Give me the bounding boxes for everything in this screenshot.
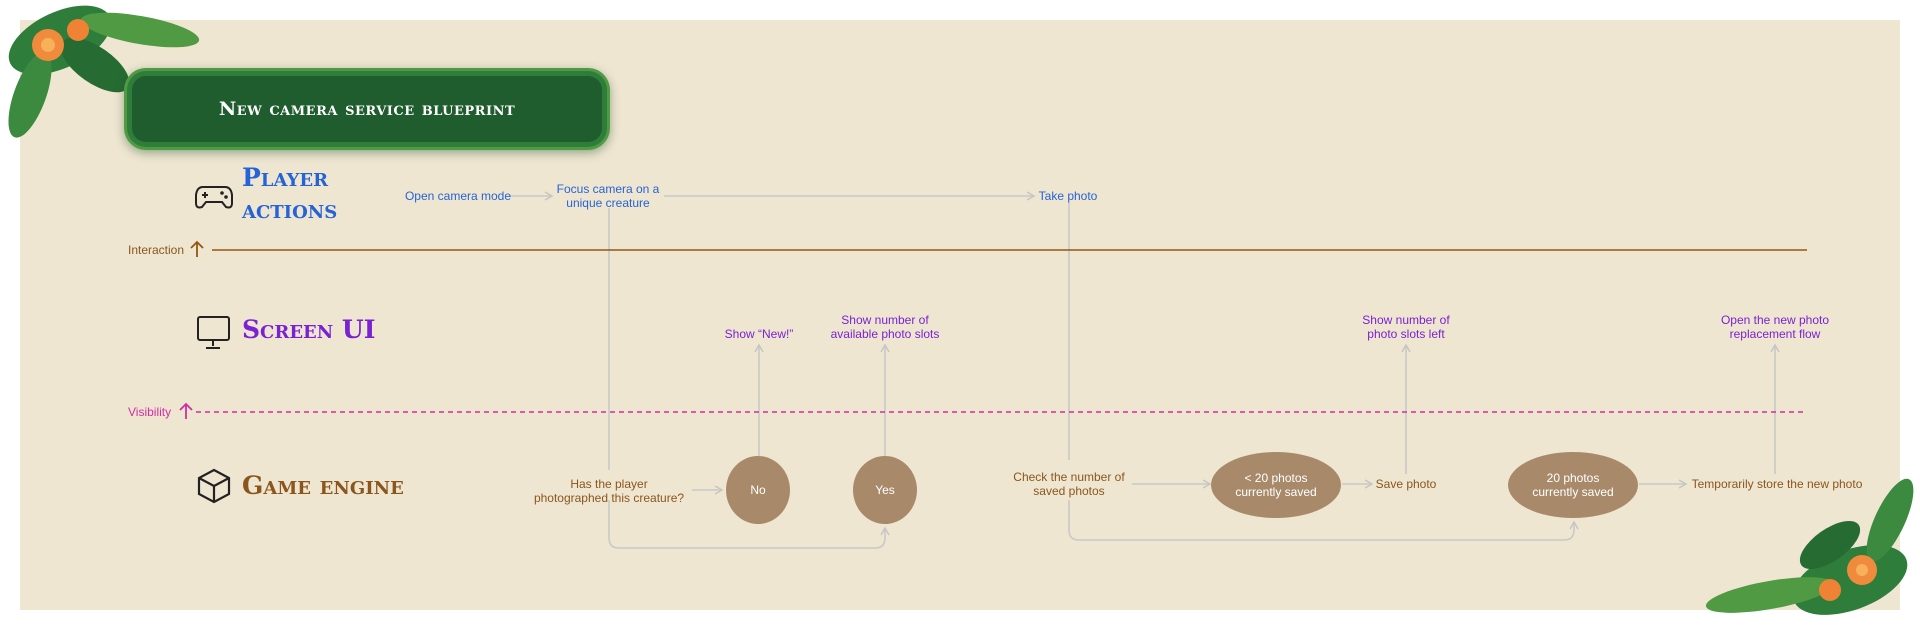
- node-check-saved: Check the number of saved photos: [1002, 470, 1136, 498]
- node-replacement-line1: Open the new photo: [1720, 313, 1830, 327]
- visibility-arrow-icon: [179, 402, 193, 419]
- node-replacement-line2: replacement flow: [1729, 327, 1821, 341]
- node-slots-available: Show number of available photo slots: [820, 313, 950, 341]
- node-check-line2: saved photos: [1033, 484, 1105, 498]
- gamepad-icon: [195, 186, 233, 209]
- node-slots-left: Show number of photo slots left: [1346, 313, 1466, 341]
- visibility-label: Visibility: [128, 405, 172, 419]
- decision-yes: Yes: [853, 456, 917, 524]
- node-take-photo: Take photo: [1038, 189, 1098, 203]
- node-slots-available-line1: Show number of: [841, 313, 929, 327]
- node-save-photo: Save photo: [1375, 477, 1437, 491]
- state-20-photos: 20 photos currently saved: [1508, 452, 1638, 518]
- unity-engine-icon: [197, 468, 231, 504]
- node-has-photographed: Has the player photographed this creatur…: [526, 477, 692, 505]
- state-under-20-photos: < 20 photos currently saved: [1211, 452, 1341, 518]
- node-focus-camera: Focus camera on a unique creature: [548, 182, 668, 210]
- node-has-line1: Has the player: [570, 477, 648, 491]
- arrow-check-to-20-loop: [1068, 500, 1579, 541]
- node-slots-left-line2: photo slots left: [1367, 327, 1445, 341]
- node-has-line2: photographed this creature?: [533, 491, 685, 505]
- title-banner: New camera service blueprint: [132, 76, 602, 142]
- decision-no: No: [726, 456, 790, 524]
- state-under20-line2: currently saved: [1235, 485, 1317, 499]
- node-slots-left-line1: Show number of: [1362, 313, 1450, 327]
- node-replacement-flow: Open the new photo replacement flow: [1715, 313, 1835, 341]
- lane-title-screen-ui: Screen UI: [242, 315, 376, 344]
- node-slots-available-line2: available photo slots: [830, 327, 940, 341]
- bottom-right-leaves-icon: [1705, 478, 1914, 615]
- monitor-icon: [197, 316, 230, 349]
- state-20-line2: currently saved: [1532, 485, 1614, 499]
- node-check-line1: Check the number of: [1013, 470, 1125, 484]
- node-open-camera: Open camera mode: [404, 189, 512, 203]
- node-focus-line1: Focus camera on a: [556, 182, 660, 196]
- top-left-leaves-icon: [8, 5, 200, 138]
- lane-title-game-engine: Game engine: [242, 471, 404, 500]
- state-20-line1: 20 photos: [1546, 471, 1600, 485]
- interaction-arrow-icon: [190, 240, 204, 257]
- state-under20-line1: < 20 photos: [1244, 471, 1308, 485]
- page-title: New camera service blueprint: [218, 98, 516, 120]
- node-focus-line2: unique creature: [566, 196, 650, 210]
- node-show-new: Show “New!”: [724, 327, 794, 341]
- lane-title-player-actions: Player actions: [242, 163, 338, 224]
- arrow-has-to-yes-loop: [608, 500, 890, 549]
- node-temp-store: Temporarily store the new photo: [1691, 477, 1863, 491]
- interaction-label: Interaction: [128, 243, 185, 257]
